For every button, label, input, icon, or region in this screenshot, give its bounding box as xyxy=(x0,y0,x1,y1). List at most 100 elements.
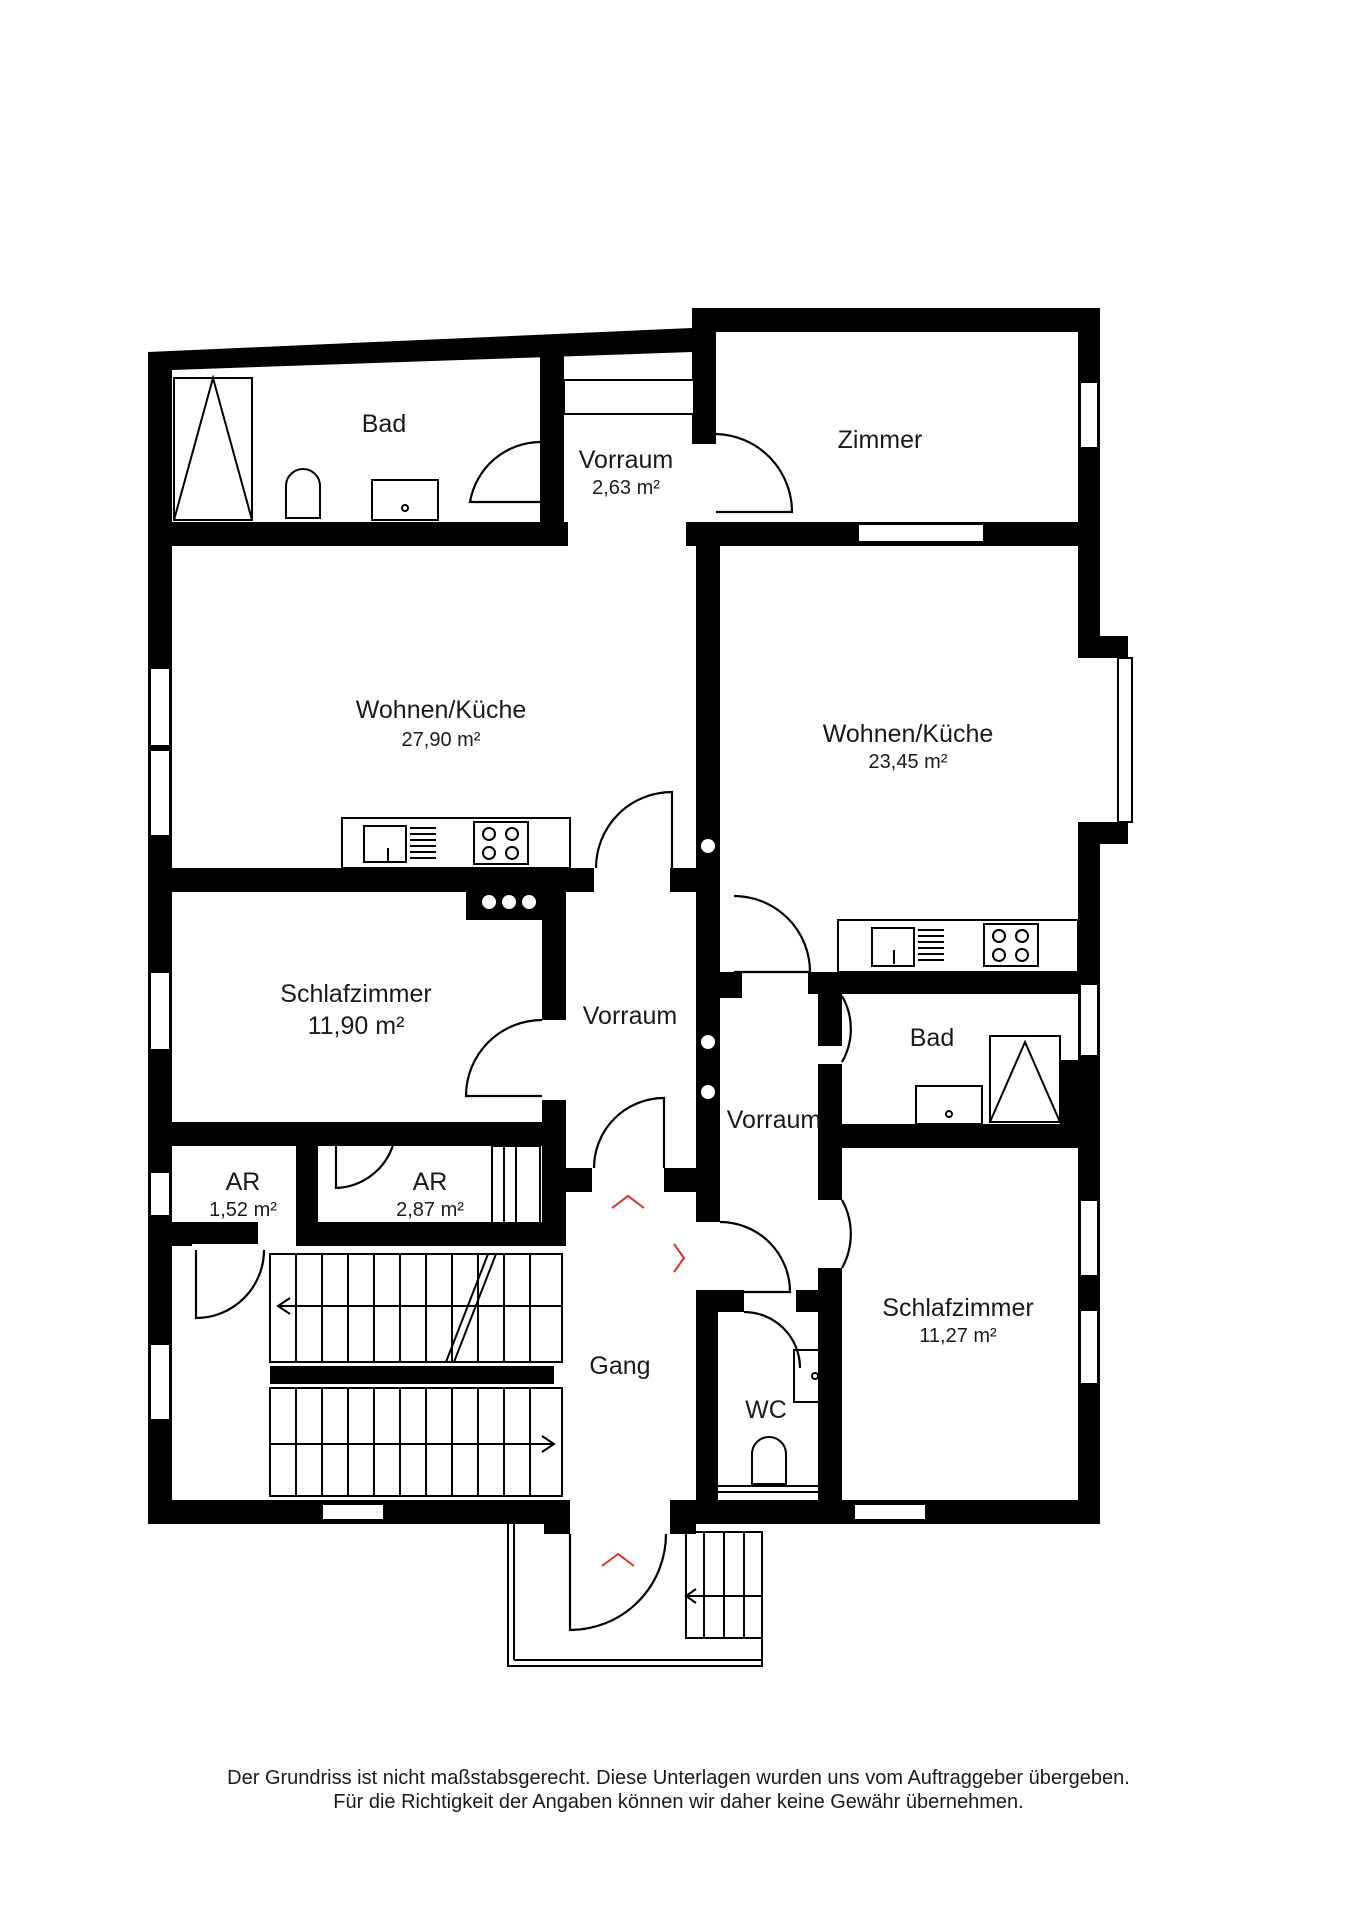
room-name: WC xyxy=(745,1396,787,1424)
window-bottom-left xyxy=(321,1503,385,1521)
sink-bad1 xyxy=(371,479,439,521)
sink-wc xyxy=(793,1349,827,1403)
door-wohnen-left xyxy=(594,790,674,869)
wall-entry-left xyxy=(544,1500,570,1534)
stair-lower-arrowhead xyxy=(541,1435,556,1453)
room-name: AR xyxy=(226,1168,261,1196)
room-area: 11,90 m² xyxy=(308,1012,405,1040)
wall-wc-left xyxy=(696,1290,718,1524)
room-area: 1,52 m² xyxy=(209,1199,277,1221)
direction-arrows xyxy=(601,1194,686,1567)
window-left-ar1 xyxy=(149,1171,171,1217)
room-name: Schlafzimmer xyxy=(882,1294,1033,1322)
sink-bad2 xyxy=(915,1085,983,1125)
room-area: 2,63 m² xyxy=(592,477,660,499)
wall-ar1-left-stub xyxy=(172,1222,192,1246)
room-name: Wohnen/Küche xyxy=(356,696,527,724)
shower-bad1 xyxy=(173,377,253,521)
toilet-wc xyxy=(751,1436,787,1485)
wall-vorraum-right-wall-top xyxy=(720,972,742,998)
wall-gang-stub-left xyxy=(542,1168,592,1192)
room-name: Bad xyxy=(910,1024,954,1052)
room-name: Gang xyxy=(589,1352,650,1380)
window-bottom-right xyxy=(853,1503,927,1521)
wall-spine-mid xyxy=(696,846,720,1176)
stair-upper-arrowhead xyxy=(276,1297,291,1315)
wall-schlaf-bottom xyxy=(148,1122,566,1146)
kitchen-counter-right xyxy=(837,919,1079,973)
kitchen-hob-right xyxy=(983,923,1039,967)
room-name: Vorraum xyxy=(583,1002,677,1030)
shower-bad2-lines xyxy=(989,1039,1061,1123)
room-labels: Bad Vorraum 2,63 m² Zimmer Wohnen/Küche … xyxy=(209,410,1034,1424)
stair-break-line-2 xyxy=(453,1253,497,1363)
room-area: 23,45 m² xyxy=(869,751,948,773)
stair-upper-flight xyxy=(269,1253,563,1363)
windows xyxy=(149,379,1133,1521)
direction-arrow-up-entry xyxy=(601,1552,635,1567)
hob-right-2 xyxy=(1015,929,1029,943)
wall-bay-top xyxy=(1078,636,1128,658)
wall-wohnen-left-bottom-stub xyxy=(670,868,720,892)
window-zimmer-bottom xyxy=(857,523,985,543)
wall-schlaf2-left-upper xyxy=(818,1148,842,1200)
door-schlaf-left xyxy=(464,1018,543,1098)
hob-right-3 xyxy=(992,948,1006,962)
room-area: 11,27 m² xyxy=(919,1325,997,1347)
room-name: Wohnen/Küche xyxy=(823,720,994,748)
door-wohnen-right xyxy=(733,894,812,974)
sink-wc-drain xyxy=(811,1372,819,1380)
vent-spine-2 xyxy=(701,1035,715,1049)
room-area: 2,87 m² xyxy=(396,1199,464,1221)
toilet-bad1 xyxy=(285,468,321,519)
entrance-steps-arrowhead xyxy=(684,1588,697,1604)
wall-bad1-bottom xyxy=(148,522,568,546)
vent-1 xyxy=(482,895,496,909)
door-ar1 xyxy=(194,1249,266,1320)
door-ar2 xyxy=(334,1125,398,1190)
kitchen-counter-left xyxy=(341,817,571,869)
wall-entry-right xyxy=(670,1500,696,1534)
hob-right-1 xyxy=(992,929,1006,943)
room-name: Schlafzimmer xyxy=(280,980,431,1008)
window-schlaf2-right-1 xyxy=(1079,1199,1099,1277)
wall-vorraum-right xyxy=(692,332,716,444)
wall-stair-landing xyxy=(270,1366,554,1384)
stair-lower-flight xyxy=(269,1387,563,1497)
kitchen-sink-left xyxy=(363,825,407,863)
wall-left-outer xyxy=(148,352,172,1522)
door-bad1 xyxy=(468,440,541,504)
window-left-wohnen-2 xyxy=(149,749,171,837)
kitchen-drainer-right xyxy=(918,929,944,961)
staircase xyxy=(269,1253,763,1667)
window-bad2-right xyxy=(1079,983,1099,1057)
direction-arrow-up-gang xyxy=(611,1194,645,1209)
window-bay xyxy=(1117,657,1133,823)
hob-left-1 xyxy=(482,827,496,841)
entrance-landing xyxy=(507,1524,763,1667)
vent-2 xyxy=(502,895,516,909)
shower-bad2 xyxy=(989,1035,1061,1123)
kitchen-sink-right xyxy=(871,927,915,967)
hob-left-2 xyxy=(505,827,519,841)
kitchen-hob-left xyxy=(473,821,529,865)
room-area: 27,90 m² xyxy=(402,729,481,751)
fixtures xyxy=(173,374,1079,1493)
hob-left-3 xyxy=(482,846,496,860)
door-entry xyxy=(568,1533,668,1632)
wall-schlaf-right xyxy=(542,868,566,1020)
wall-ar-divider xyxy=(296,1122,318,1232)
hob-right-4 xyxy=(1015,948,1029,962)
shower-bad1-lines xyxy=(173,374,253,521)
sink-bad1-drain xyxy=(401,504,409,512)
sink-bad2-drain xyxy=(945,1110,953,1118)
doors xyxy=(194,432,852,1632)
wall-bad2-left xyxy=(818,972,842,1046)
door-schlaf2 xyxy=(841,1199,852,1269)
door-gang-upper xyxy=(592,1096,666,1169)
disclaimer: Der Grundriss ist nicht maßstabsgerecht.… xyxy=(0,1766,1357,1814)
wall-schlaf-right-lower xyxy=(542,1100,566,1232)
wall-bad2-right-thick xyxy=(1060,1060,1100,1148)
stair-break-line-1 xyxy=(445,1253,489,1363)
